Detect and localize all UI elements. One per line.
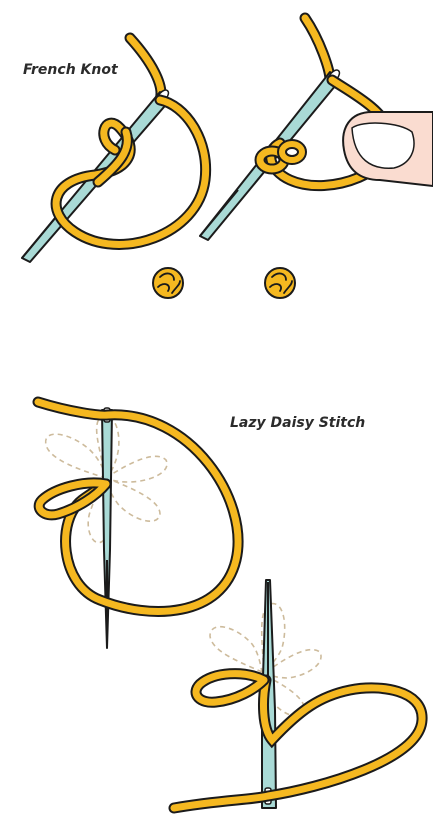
knot-result-icon xyxy=(153,268,183,298)
lazy-daisy-title: Lazy Daisy Stitch xyxy=(230,415,365,431)
french-knot-step2 xyxy=(200,18,433,240)
knot-result-icon xyxy=(265,268,295,298)
needle-icon xyxy=(102,408,112,648)
french-knot-title: French Knot xyxy=(23,62,118,78)
lazy-daisy-step2 xyxy=(174,580,422,808)
lazy-daisy-step1 xyxy=(38,402,238,648)
